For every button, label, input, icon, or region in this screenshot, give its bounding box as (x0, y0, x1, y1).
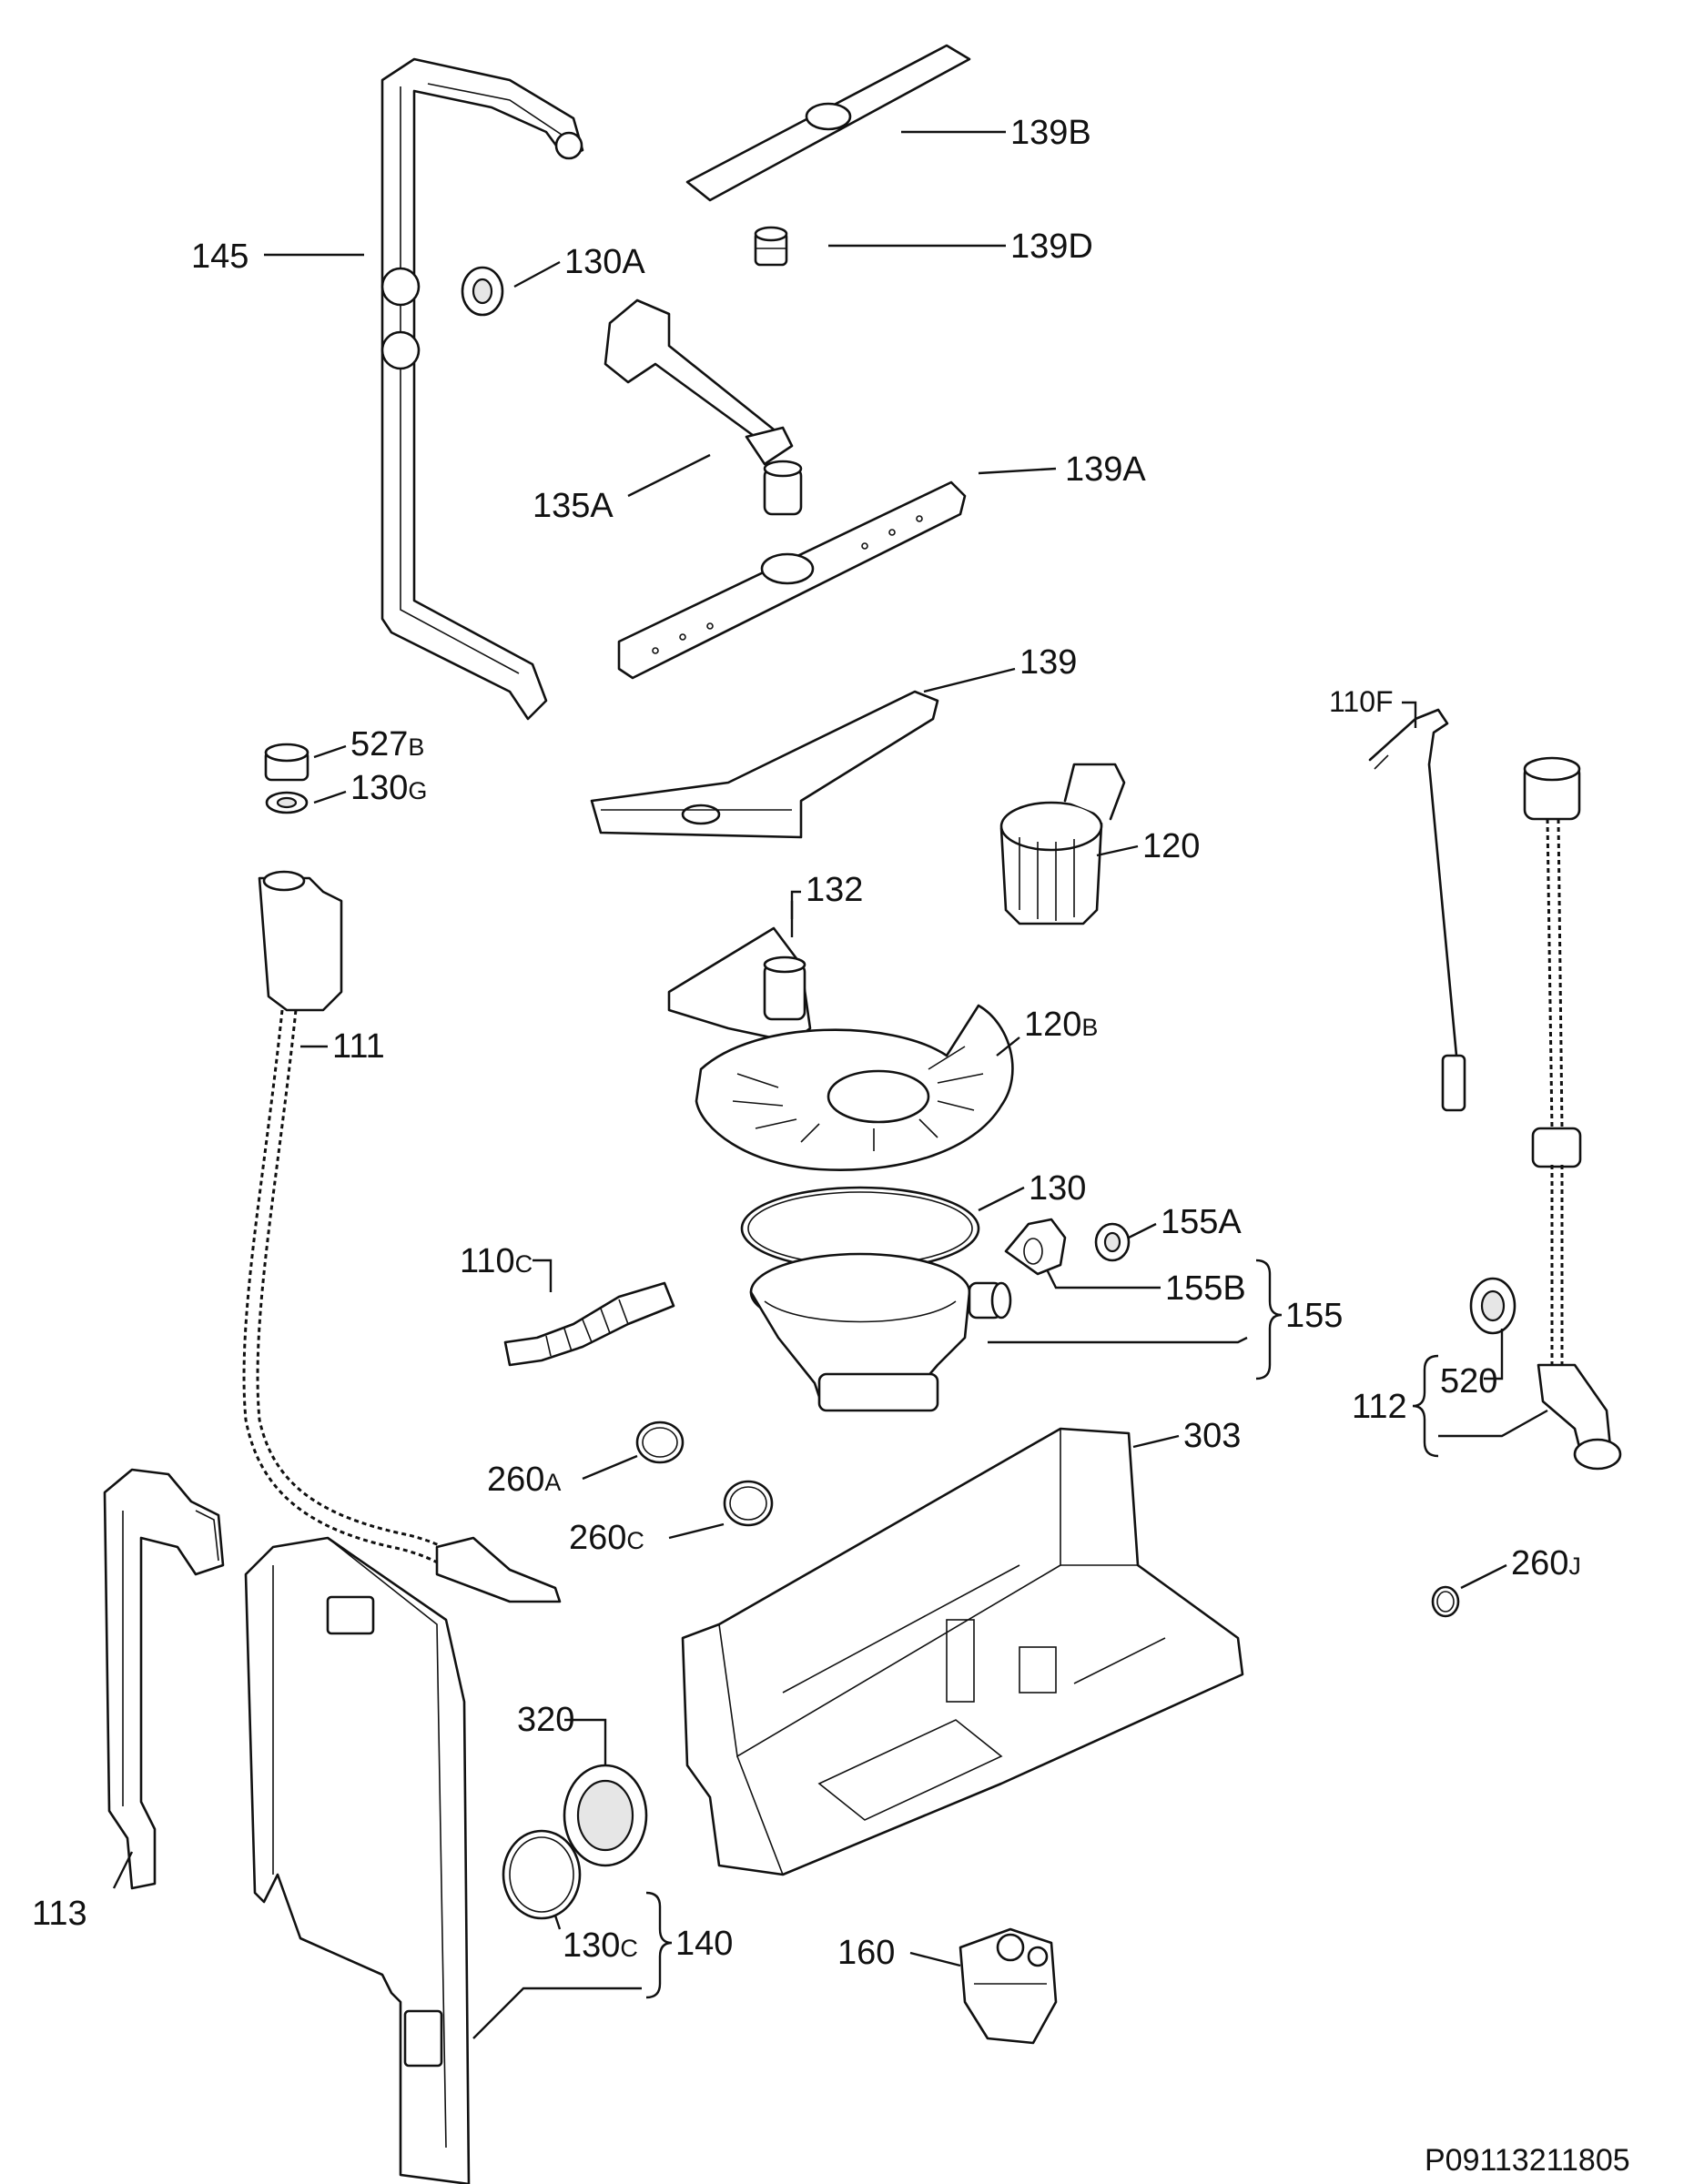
part-160-valve (959, 1927, 1058, 2045)
label-111: 111 (332, 1027, 385, 1066)
label-260C: 260C (569, 1519, 644, 1557)
label-130: 130 (1029, 1169, 1086, 1208)
label-260A: 260A (487, 1461, 561, 1499)
label-120B: 120B (1024, 1006, 1098, 1044)
part-111-hose (242, 870, 562, 1603)
label-303: 303 (1183, 1417, 1241, 1455)
label-130C: 130C (563, 1926, 638, 1965)
part-139D-nut (754, 226, 788, 267)
part-120-filter (999, 763, 1126, 925)
label-260J: 260J (1511, 1544, 1581, 1582)
part-260A-clamp (635, 1421, 685, 1464)
part-labels: 145 130A 139B 139D 135A 139A 139 527B 13… (32, 114, 1630, 2178)
part-139A-middle-spray-arm (617, 480, 967, 680)
drawing-code: P09113211805 (1425, 2143, 1630, 2178)
label-120: 120 (1142, 827, 1200, 865)
part-113-tube (103, 1468, 225, 1890)
label-155: 155 (1285, 1297, 1343, 1335)
label-130A: 130A (564, 243, 645, 281)
part-132-sensor (667, 926, 812, 1044)
part-527B-cap (264, 743, 309, 782)
label-155A: 155A (1161, 1203, 1242, 1241)
label-112: 112 (1352, 1388, 1407, 1426)
part-135A-spray-arm-carrier (604, 298, 803, 516)
label-139: 139 (1019, 643, 1077, 682)
label-155B: 155B (1165, 1269, 1246, 1308)
part-110F-inlet-hose (1368, 708, 1466, 1112)
part-130C-ring (502, 1829, 582, 1920)
label-130G: 130G (350, 769, 427, 807)
part-520-clamp (1469, 1277, 1516, 1335)
part-145-supply-pipe (380, 57, 584, 721)
leader-lines (112, 130, 1548, 2039)
label-132: 132 (806, 871, 863, 909)
label-520: 520 (1440, 1362, 1497, 1400)
label-110F: 110F (1329, 685, 1394, 718)
part-303-base (681, 1427, 1244, 1876)
part-140-side-tank (244, 1536, 471, 2184)
label-160: 160 (837, 1934, 895, 1972)
part-110C-hose (503, 1281, 675, 1367)
part-155B-cover (1004, 1218, 1067, 1276)
label-113: 113 (32, 1895, 87, 1933)
part-139-lower-spray-arm (590, 690, 939, 839)
label-320: 320 (517, 1701, 574, 1739)
label-527B: 527B (350, 725, 424, 763)
part-260C-clamp (723, 1480, 774, 1527)
part-112-drain-hose (1523, 756, 1622, 1471)
part-155A-cap (1094, 1222, 1131, 1262)
label-139D: 139D (1010, 228, 1093, 266)
part-260J-clamp (1431, 1585, 1460, 1618)
label-145: 145 (191, 238, 249, 276)
label-139A: 139A (1065, 450, 1146, 489)
part-130A-seal (461, 266, 504, 317)
label-140: 140 (675, 1925, 733, 1963)
label-135A: 135A (533, 487, 614, 525)
label-110C: 110C (460, 1242, 533, 1280)
part-139B-upper-spray-arm (685, 44, 971, 202)
part-130G-washer (265, 791, 309, 814)
part-120B-coarse-filter (695, 1004, 1014, 1171)
label-139B: 139B (1010, 114, 1091, 152)
part-320-gasket (563, 1764, 648, 1867)
part-155-sump (749, 1252, 1012, 1412)
